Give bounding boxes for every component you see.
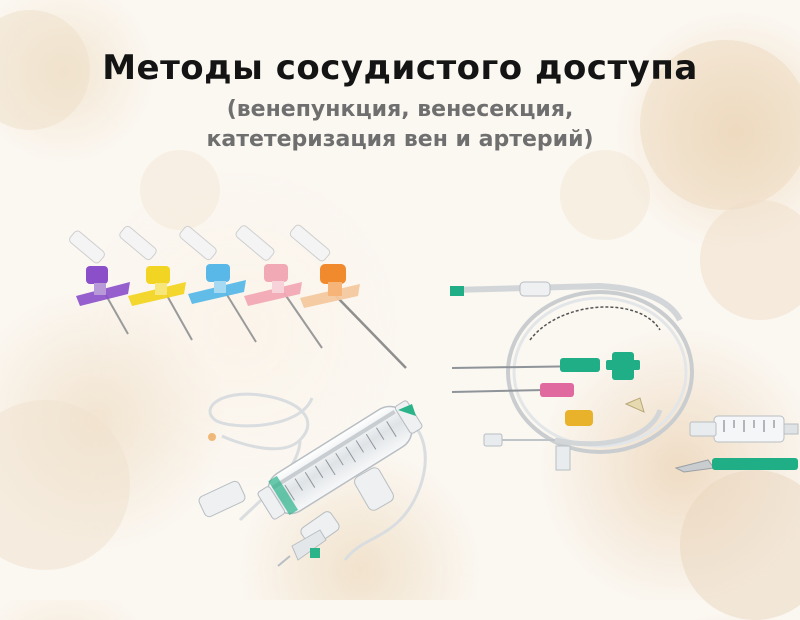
syringe-image xyxy=(689,415,799,443)
bokeh-decoration xyxy=(560,150,650,240)
subtitle-line-1: (венепункция, венесекция, xyxy=(226,97,574,122)
subtitle-line-2: катетеризация вен и артерий) xyxy=(206,127,594,152)
bokeh-decoration xyxy=(140,150,220,230)
slide-subtitle: (венепункция, венесекция, катетеризация … xyxy=(0,95,800,155)
bokeh-decoration xyxy=(680,470,800,620)
central-venous-catheter-kit-image xyxy=(450,281,799,473)
iv-cannula-yellow xyxy=(119,225,193,341)
infusion-burette-set-image xyxy=(198,392,427,567)
iv-cannula-blue xyxy=(179,225,257,343)
bokeh-decoration xyxy=(640,40,800,210)
medical-devices-illustration xyxy=(69,224,799,567)
bokeh-decoration xyxy=(0,400,130,570)
iv-cannula-orange xyxy=(289,224,407,369)
iv-cannula-purple xyxy=(69,230,130,335)
bokeh-decoration xyxy=(700,200,800,320)
iv-cannula-pink xyxy=(235,225,323,349)
scalpel-image xyxy=(674,458,798,473)
iv-cannula-set-image xyxy=(69,224,407,369)
slide-title: Методы сосудистого доступа xyxy=(102,48,698,88)
